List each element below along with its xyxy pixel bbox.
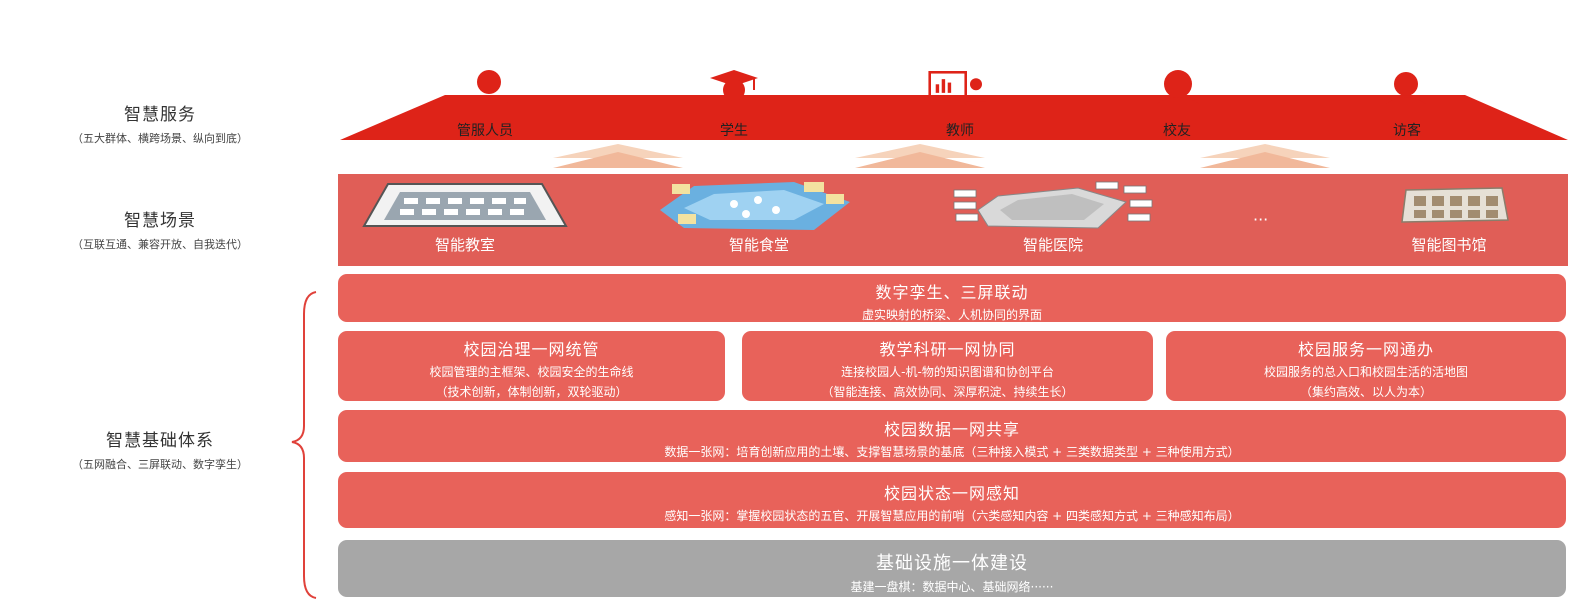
up-arrow-icon <box>553 144 683 168</box>
visitor-icon <box>1386 72 1426 104</box>
scene-smart-library-label: 智能图书馆 <box>1411 236 1487 254</box>
teaching-box: 教学科研一网协同 连接校园人-机-物的知识图谱和协创平台 （智能连接、高效协同、… <box>742 331 1153 401</box>
staff-icon <box>469 70 509 104</box>
scene-smart-classroom: 智能教室 <box>360 180 570 255</box>
data-share-title: 校园数据一网共享 <box>883 420 1020 439</box>
role-alumni: 校友 <box>1163 123 1191 139</box>
role-visitor: 访客 <box>1393 123 1421 139</box>
teaching-desc: 连接校园人-机-物的知识图谱和协创平台 <box>841 365 1054 379</box>
state-sense-box: 校园状态一网感知 感知一张网：掌握校园状态的五官、开展智慧应用的前哨（六类感知内… <box>338 472 1566 528</box>
alumni-icon <box>1156 70 1200 104</box>
scene-smart-hospital-label: 智能医院 <box>1022 236 1083 254</box>
smart-scene-band: 智能教室 智能食堂 智能医院 ··· 智能图书馆 <box>338 174 1568 266</box>
role-teacher: 教师 <box>946 123 974 139</box>
curly-brace-icon <box>291 291 317 599</box>
teaching-note: （智能连接、高效协同、深厚积淀、持续生长） <box>821 385 1074 399</box>
label-smart-service-subtitle: （五大群体、横跨场景、纵向到底） <box>72 132 248 145</box>
infrastructure-title: 基础设施一体建设 <box>876 553 1028 574</box>
student-icon <box>710 70 758 101</box>
hospital-illustration-icon <box>953 181 1153 229</box>
governance-box: 校园治理一网统管 校园管理的主框架、校园安全的生命线 （技术创新，体制创新，双轮… <box>338 331 725 401</box>
data-share-desc: 数据一张网：培育创新应用的土壤、支撑智慧场景的基底（三种接入模式 + 三类数据类… <box>664 445 1240 459</box>
scene-smart-hospital: 智能医院 <box>948 180 1158 255</box>
library-illustration-icon <box>1401 187 1509 223</box>
data-share-box: 校园数据一网共享 数据一张网：培育创新应用的土壤、支撑智慧场景的基底（三种接入模… <box>338 410 1566 462</box>
digital-twin-title: 数字孪生、三屏联动 <box>875 283 1029 302</box>
role-staff: 管服人员 <box>457 123 513 139</box>
label-smart-service: 智慧服务 （五大群体、横跨场景、纵向到底） <box>20 100 300 146</box>
scene-smart-library: 智能图书馆 <box>1344 180 1554 255</box>
up-arrow-icon <box>1200 144 1330 168</box>
scene-smart-canteen-label: 智能食堂 <box>728 236 789 254</box>
state-sense-title: 校园状态一网感知 <box>883 484 1020 503</box>
label-smart-service-title: 智慧服务 <box>124 105 196 125</box>
label-smart-scene-title: 智慧场景 <box>124 211 196 231</box>
teaching-title: 教学科研一网协同 <box>879 340 1016 359</box>
scene-smart-classroom-label: 智能教室 <box>434 236 495 254</box>
service-title: 校园服务一网通办 <box>1297 340 1434 359</box>
governance-desc: 校园管理的主框架、校园安全的生命线 <box>429 365 634 379</box>
service-box: 校园服务一网通办 校园服务的总入口和校园生活的活地图 （集约高效、以人为本） <box>1166 331 1566 401</box>
governance-title: 校园治理一网统管 <box>463 340 600 359</box>
digital-twin-box: 数字孪生、三屏联动 虚实映射的桥梁、人机协同的界面 <box>338 274 1566 322</box>
classroom-illustration-icon <box>362 183 568 227</box>
label-smart-scene-subtitle: （互联互通、兼容开放、自我迭代） <box>72 238 248 251</box>
infrastructure-box: 基础设施一体建设 基建一盘棋：数据中心、基础网络······ <box>338 540 1566 597</box>
scene-smart-canteen: 智能食堂 <box>654 180 864 255</box>
label-smart-foundation: 智慧基础体系 （五网融合、三屏联动、数字孪生） <box>20 426 300 472</box>
infrastructure-desc: 基建一盘棋：数据中心、基础网络······ <box>850 580 1054 594</box>
role-student: 学生 <box>720 123 748 139</box>
teacher-icon <box>928 71 987 102</box>
label-smart-foundation-subtitle: （五网融合、三屏联动、数字孪生） <box>72 458 248 471</box>
state-sense-desc: 感知一张网：掌握校园状态的五官、开展智慧应用的前哨（六类感知内容 + 四类感知方… <box>664 509 1240 523</box>
service-desc: 校园服务的总入口和校园生活的活地图 <box>1263 365 1468 379</box>
label-smart-scene: 智慧场景 （互联互通、兼容开放、自我迭代） <box>20 206 300 252</box>
up-arrow-icon <box>855 144 985 168</box>
label-smart-foundation-title: 智慧基础体系 <box>106 431 214 451</box>
digital-twin-desc: 虚实映射的桥梁、人机协同的界面 <box>861 308 1042 322</box>
governance-note: （技术创新，体制创新，双轮驱动） <box>435 385 628 399</box>
canteen-illustration-icon <box>660 182 850 230</box>
scene-more-ellipsis: ··· <box>1253 210 1269 229</box>
roof-banner <box>340 95 1568 140</box>
service-note: （集约高效、以人为本） <box>1299 385 1432 399</box>
